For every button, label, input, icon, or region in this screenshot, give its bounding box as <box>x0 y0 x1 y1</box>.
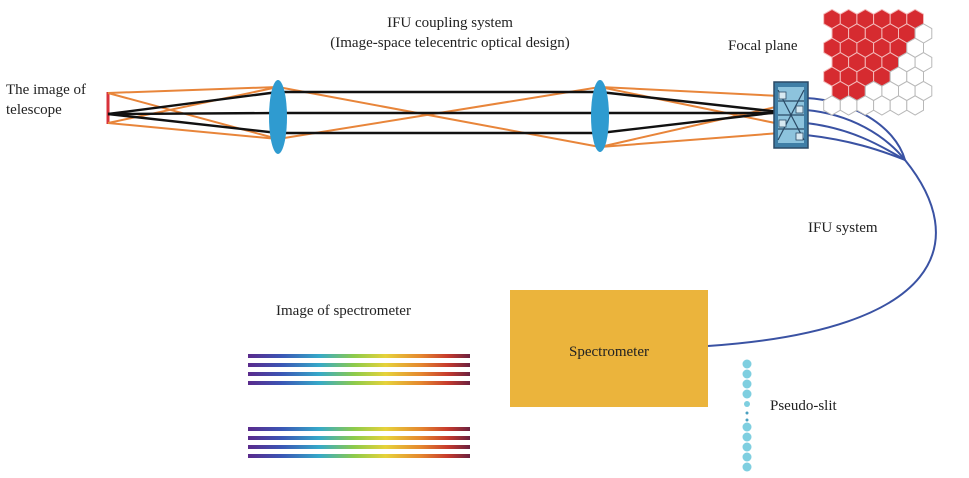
hexagon-fiber-array <box>823 8 933 116</box>
spectrometer-box: Spectrometer <box>510 290 708 407</box>
hex-cell <box>873 95 891 116</box>
image-of-spectrometer-label: Image of spectrometer <box>276 303 411 319</box>
coupling-title: IFU coupling system <box>387 15 513 31</box>
lens-2 <box>591 80 609 152</box>
orange-rays <box>107 86 781 148</box>
hex-cell <box>889 95 908 116</box>
telescope-label-line1: The image of <box>6 82 86 98</box>
spectrum-stripes <box>248 354 470 458</box>
pseudo-slit-dots <box>742 359 752 472</box>
hex-cell <box>823 95 841 116</box>
spectrometer-label: Spectrometer <box>569 344 649 360</box>
ifu-system-label: IFU system <box>808 220 878 236</box>
hex-cell <box>839 95 858 116</box>
focal-plane-unit <box>773 81 809 149</box>
hex-cell <box>856 95 875 116</box>
focal-plane-label: Focal plane <box>728 38 798 54</box>
telescope-label-line2: telescope <box>6 102 62 118</box>
hex-cell <box>906 95 924 116</box>
ifu-fibers <box>707 97 937 347</box>
pseudo-slit-label: Pseudo-slit <box>770 398 837 414</box>
lens-1 <box>269 80 287 154</box>
coupling-subtitle: (Image-space telecentric optical design) <box>330 35 570 51</box>
black-rays <box>107 90 781 135</box>
